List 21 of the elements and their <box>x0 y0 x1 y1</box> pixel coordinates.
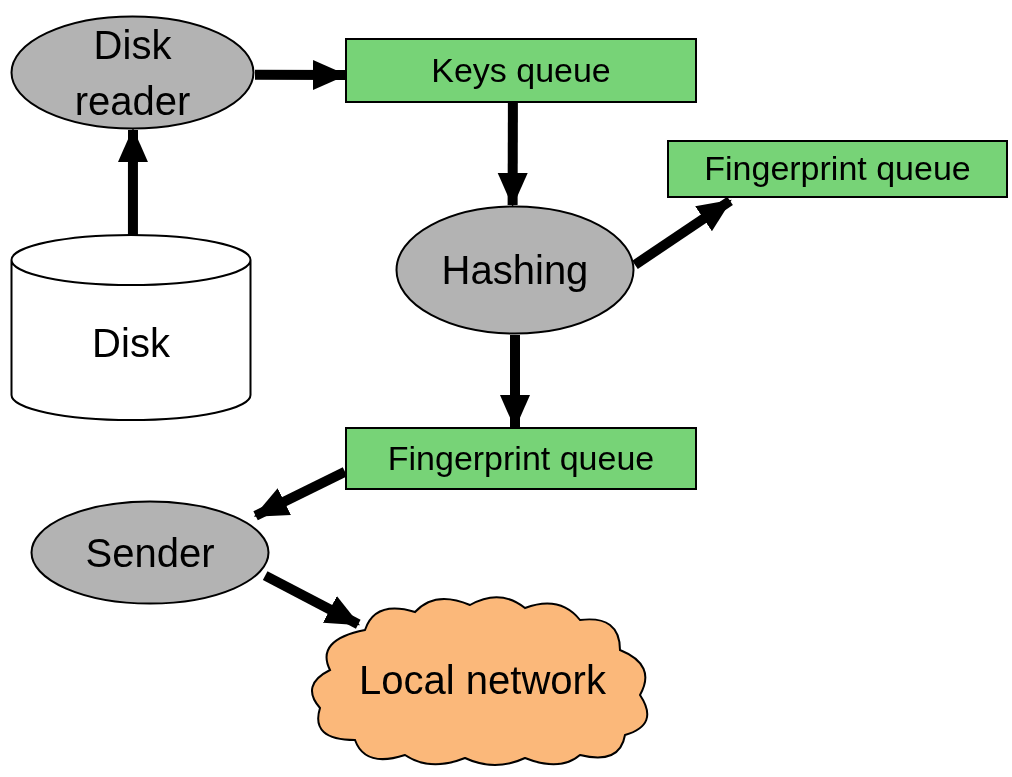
node-label: Sender <box>85 529 215 577</box>
queue-box <box>345 427 697 490</box>
node-label: Hashing <box>441 247 589 294</box>
node-label: Keys queue <box>431 49 611 91</box>
node-label: Fingerprint queue <box>387 437 655 479</box>
process-ellipse <box>30 500 270 605</box>
arrow <box>262 571 361 629</box>
node-label: Fingerprint queue <box>704 148 971 190</box>
queue-box <box>345 38 697 103</box>
process-ellipse <box>10 15 255 130</box>
arrow <box>632 196 733 269</box>
arrow <box>117 128 148 235</box>
disk-cylinder <box>10 235 252 420</box>
node-label: Disk reader <box>73 21 192 125</box>
node-label: Disk <box>92 319 170 367</box>
arrow <box>500 335 530 429</box>
process-ellipse <box>395 205 635 335</box>
queue-box <box>667 140 1008 198</box>
arrow <box>497 103 528 207</box>
node-label: Local network <box>359 657 606 704</box>
arrow <box>255 59 347 90</box>
